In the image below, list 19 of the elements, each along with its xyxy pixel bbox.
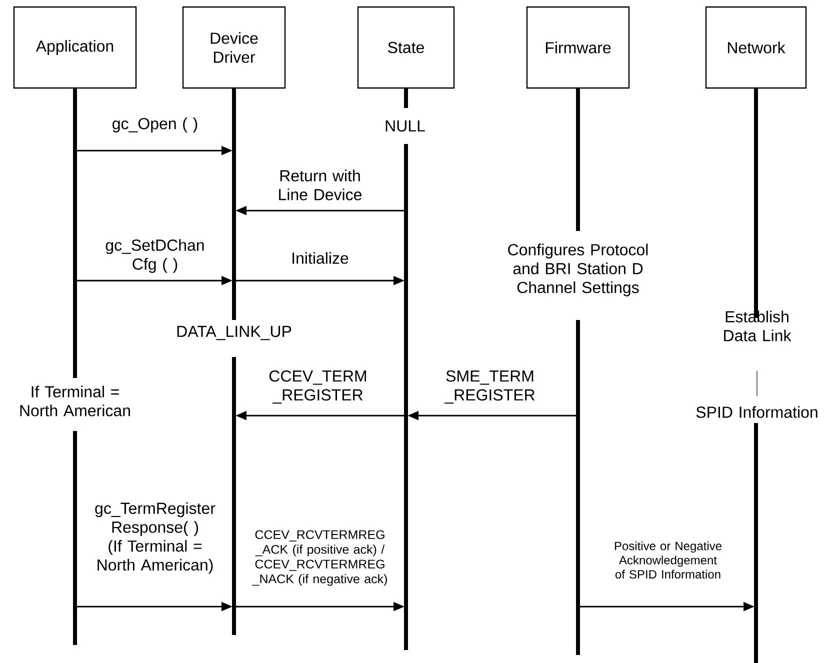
state-label: NULL [386, 120, 425, 132]
edge-label: gc_Open ( ) [112, 118, 198, 132]
edge-label: CCEV_RCVTERMREG _ACK (if positive ack) / CCEV_RCVTERMREG _NACK (if negative ack) [252, 530, 387, 586]
state-label: SPID Information [696, 406, 818, 418]
edge-label: Return with Line Device [279, 170, 362, 200]
lifeline-box: Device Driver [182, 6, 286, 89]
edge-label: Positive or Negative Acknowledgement of SPID Information [614, 541, 722, 579]
edge-label: gc_TermRegister Response( ) (If Terminal = North American) [95, 502, 216, 574]
state-label: Configures Protocol and BRI Station D Channel Settings [508, 244, 648, 296]
edge-label: gc_SetDChan Cfg ( ) [106, 239, 204, 273]
edge-label: CCEV_TERM _REGISTER [269, 370, 366, 404]
lifeline-box: Firmware [526, 6, 630, 89]
edge-label: SME_TERM _REGISTER [444, 370, 535, 404]
lifeline-box: Application [13, 6, 137, 89]
lifeline-box: State [357, 6, 455, 89]
lifeline-box: Network [705, 6, 807, 89]
state-label: If Terminal = North American [20, 386, 130, 416]
state-label: DATA_LINK_UP [177, 326, 292, 340]
edge-label: Initialize [292, 252, 348, 264]
